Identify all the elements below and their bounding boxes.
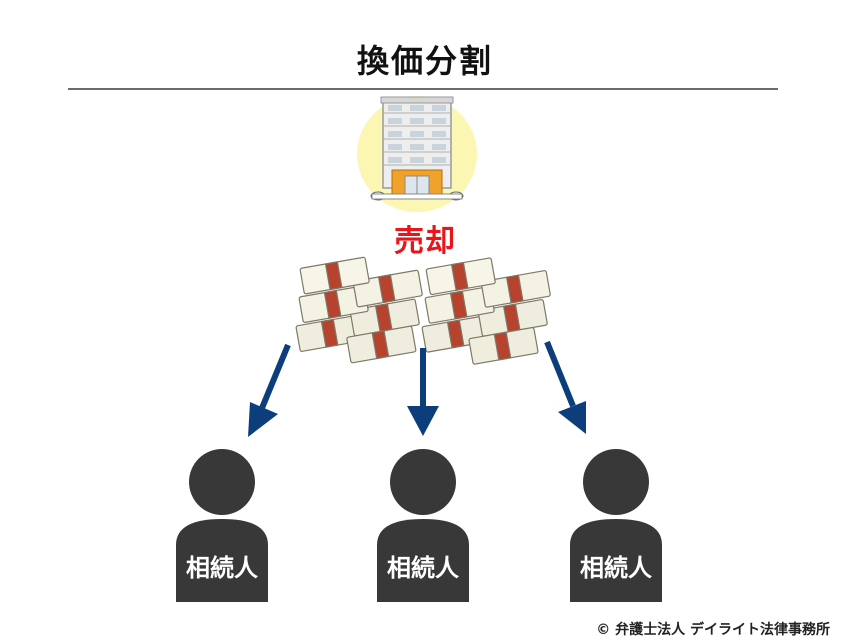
arrow-center-icon (407, 348, 439, 436)
arrow-right-icon (544, 340, 586, 434)
sale-label: 売却 (394, 224, 456, 259)
title-divider (68, 88, 778, 90)
building-icon (357, 96, 477, 212)
heir-label-3: 相続人 (580, 554, 652, 582)
heir-person-icon-2 (377, 449, 469, 602)
money-bundle-stack-right-icon (421, 257, 551, 365)
arrow-left-icon (248, 343, 291, 437)
heir-person-icon-3 (570, 449, 662, 602)
copyright-footer: © 弁護士法人 デイライト法律事務所 (596, 622, 830, 638)
heir-person-icon-1 (176, 449, 268, 602)
heir-label-2: 相続人 (387, 554, 459, 582)
page-title: 換価分割 (356, 42, 493, 80)
money-bundle-stack-left-icon (295, 256, 423, 364)
heir-label-1: 相続人 (186, 554, 258, 582)
